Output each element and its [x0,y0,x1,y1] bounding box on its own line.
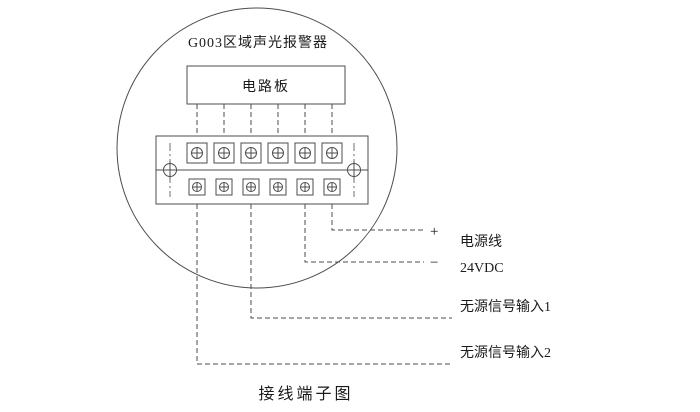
signal-input-1-label: 无源信号输入1 [460,299,551,315]
terminal-screw [267,142,289,164]
terminal-screw [296,178,314,196]
wire-power-plus [331,204,424,231]
device-enclosure-circle [116,7,398,289]
polarity-plus-sign: + [430,224,438,240]
external-wiring [196,204,452,365]
wire-signal-input-1 [250,204,452,319]
terminal-screw [240,142,262,164]
voltage-label: 24VDC [460,261,504,276]
device-title: G003区域声光报警器 [188,35,328,51]
polarity-minus-sign: − [430,255,438,271]
terminal-screw [188,178,206,196]
terminal-screw [269,178,287,196]
terminal-block [155,135,369,205]
terminal-screw [215,178,233,196]
circuit-board-box [186,65,346,105]
terminal-screw [321,142,343,164]
terminal-screw [294,142,316,164]
terminal-screw [323,178,341,196]
signal-input-2-label: 无源信号输入2 [460,345,551,361]
circuit-board-label: 电路板 [242,79,290,95]
wire-signal-input-2 [196,204,452,365]
diagram-caption: 接线端子图 [258,385,353,403]
terminal-screw [213,142,235,164]
wire-power-minus [304,204,424,263]
terminal-screw [186,142,208,164]
power-line-label: 电源线 [460,234,502,250]
board-to-terminal-leads [196,104,333,136]
terminal-screw [242,178,260,196]
